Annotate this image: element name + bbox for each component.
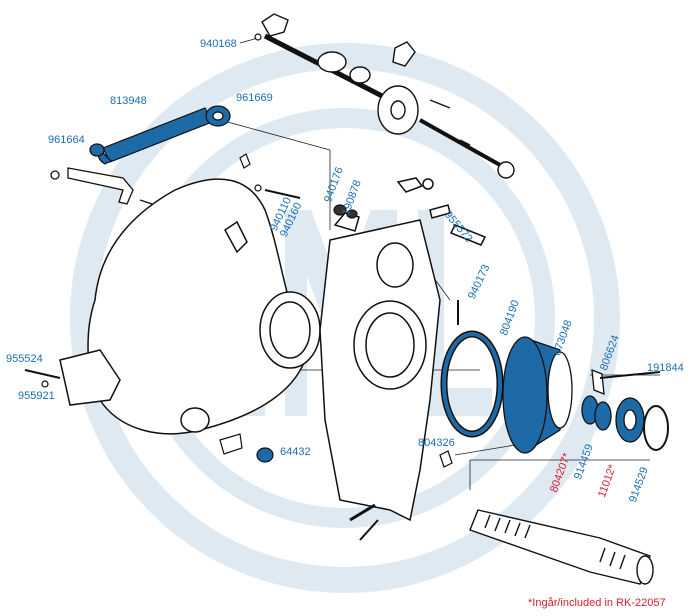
- part-label-940168[interactable]: 940168: [200, 38, 237, 50]
- part-label-804326[interactable]: 804326: [418, 437, 455, 449]
- bellows-part: [97, 105, 231, 165]
- clamp-bracket: [50, 143, 156, 206]
- part-label-955524[interactable]: 955524: [6, 353, 43, 365]
- transmission-housing: [59, 178, 321, 435]
- output-shaft: [469, 509, 654, 585]
- bearing-housing-seal: [502, 336, 573, 454]
- gasket-ring: [440, 330, 504, 438]
- included-kit-note: *Ingår/included in RK-22057: [528, 597, 666, 609]
- part-label-961669[interactable]: 961669: [236, 92, 273, 104]
- part-label-64432[interactable]: 64432: [280, 446, 311, 458]
- bearing-set: [581, 368, 669, 451]
- small-fasteners: [24, 33, 459, 468]
- part-label-955921[interactable]: 955921: [18, 390, 55, 402]
- upper-shaft-assembly: [261, 13, 515, 179]
- part-label-191844[interactable]: 191844: [647, 362, 684, 374]
- part-label-813948[interactable]: 813948: [110, 95, 147, 107]
- transom-shield: [319, 177, 487, 541]
- part-label-961664[interactable]: 961664: [48, 134, 85, 146]
